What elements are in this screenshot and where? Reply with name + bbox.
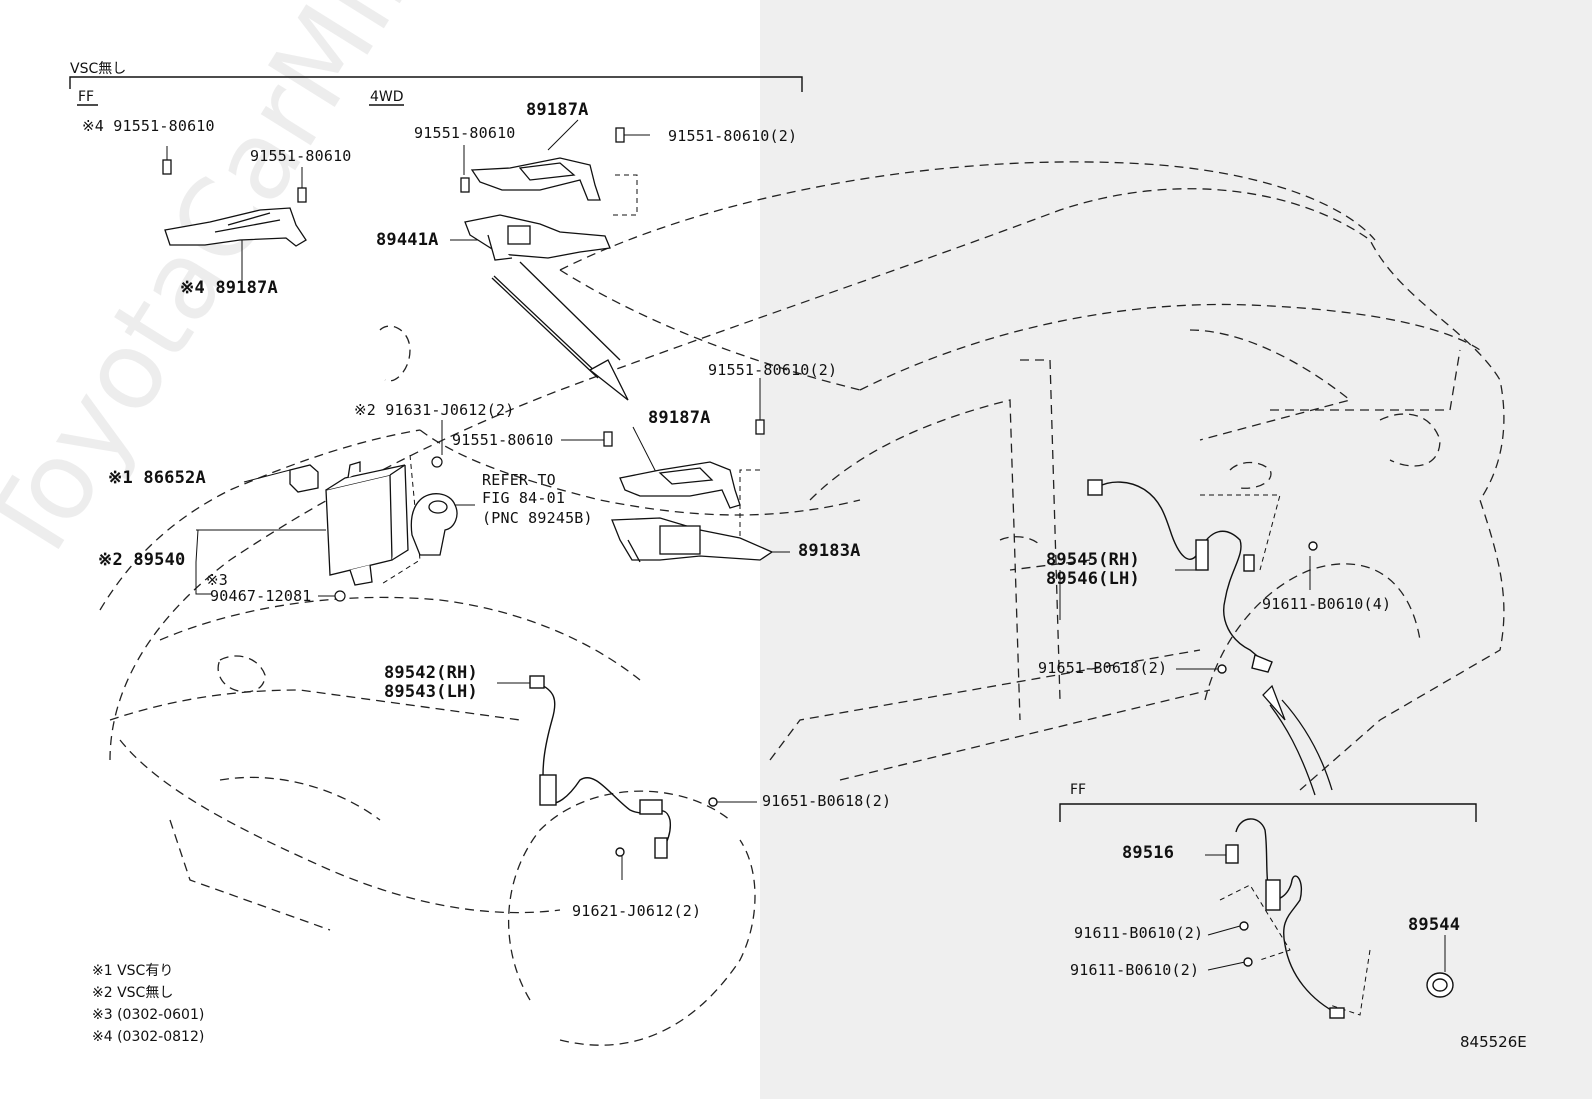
harness-connector-part (410, 493, 458, 556)
part-label-ff-sensor: 89516 (1122, 843, 1175, 863)
wd-sensor-part (464, 214, 611, 261)
part-label-ecu-bolt: 90467-12081 (210, 587, 312, 605)
refer-text-3: (PNC 89245B) (482, 509, 593, 527)
ff-rotor-part (1426, 972, 1454, 998)
ecu-part (325, 461, 409, 586)
part-label-bracket-b: 89187A (648, 408, 711, 428)
yaw-sensor-part (611, 517, 774, 563)
ff-bracket-part (162, 159, 307, 247)
section-ff-bottom: FF (1070, 782, 1087, 798)
ff-sensor-part (1225, 818, 1345, 1019)
part-label-buzzer: ※1 86652A (108, 468, 206, 488)
refer-text-2: FIG 84-01 (482, 489, 566, 507)
part-label-rear-sensor-lh: 89546(LH) (1046, 569, 1140, 589)
part-label-front-clip: 91651-B0618(2) (762, 792, 892, 810)
arrow-4wd (491, 261, 629, 401)
front-sensor-part (529, 675, 718, 859)
ff-bracket-line (1059, 803, 1477, 822)
part-label-ff-bolt-a: ※4 91551-80610 (82, 117, 215, 135)
part-label-front-sensor-rh: 89542(RH) (384, 663, 478, 683)
part-label-wd-bolt-b: 91551-80610(2) (668, 127, 798, 145)
part-label-note3: ※3 (206, 571, 228, 589)
ecu-bolt-part (334, 456, 443, 602)
part-label-bolt-2: 91551-80610(2) (708, 361, 838, 379)
background-panel (760, 0, 1592, 1099)
part-label-rear-clip: 91651-B0618(2) (1038, 659, 1168, 677)
part-label-ff-bracket: ※4 89187A (180, 278, 278, 298)
yaw-bracket-part (603, 419, 765, 509)
footnote-1: ※1 VSC有り (92, 963, 174, 979)
refer-text-1: REFER TO (482, 471, 556, 489)
buzzer-part (289, 464, 319, 493)
section-4wd: 4WD (370, 89, 404, 105)
arrow-ff (1262, 684, 1333, 796)
footnote-2: ※2 VSC無し (92, 985, 174, 1001)
part-label-bolt-c: 91551-80610 (452, 431, 554, 449)
diagram-id: 845526E (1460, 1033, 1527, 1051)
part-label-yaw-sensor: 89183A (798, 541, 861, 561)
part-label-ff-bolt-b: 91551-80610 (250, 147, 352, 165)
part-label-ecu: ※2 89540 (98, 550, 186, 570)
part-label-rear-bolt: 91611-B0610(4) (1262, 595, 1392, 613)
part-label-rear-sensor-rh: 89545(RH) (1046, 550, 1140, 570)
footnote-3: ※3 (0302-0601) (92, 1007, 205, 1023)
part-label-wd-sensor: 89441A (376, 230, 439, 250)
section-ff-top: FF (78, 89, 95, 105)
part-label-front-sensor-lh: 89543(LH) (384, 682, 478, 702)
vehicle-outline (99, 161, 1505, 1046)
rear-sensor-part (1087, 479, 1318, 674)
part-label-ff-rotor: 89544 (1408, 915, 1461, 935)
part-label-ff-bolt-2: 91611-B0610(2) (1070, 961, 1200, 979)
part-label-nut-2: ※2 91631-J0612(2) (354, 401, 515, 419)
part-label-front-bolt: 91621-J0612(2) (572, 902, 702, 920)
footnote-4: ※4 (0302-0812) (92, 1029, 205, 1045)
part-label-ff-bolt-1: 91611-B0610(2) (1074, 924, 1204, 942)
wd-bracket-part (460, 127, 625, 201)
part-label-wd-bracket: 89187A (526, 100, 589, 120)
section-vsc-none: VSC無し (70, 61, 127, 77)
vsc-bracket-line (69, 76, 803, 92)
part-label-wd-bolt-a: 91551-80610 (414, 124, 516, 142)
